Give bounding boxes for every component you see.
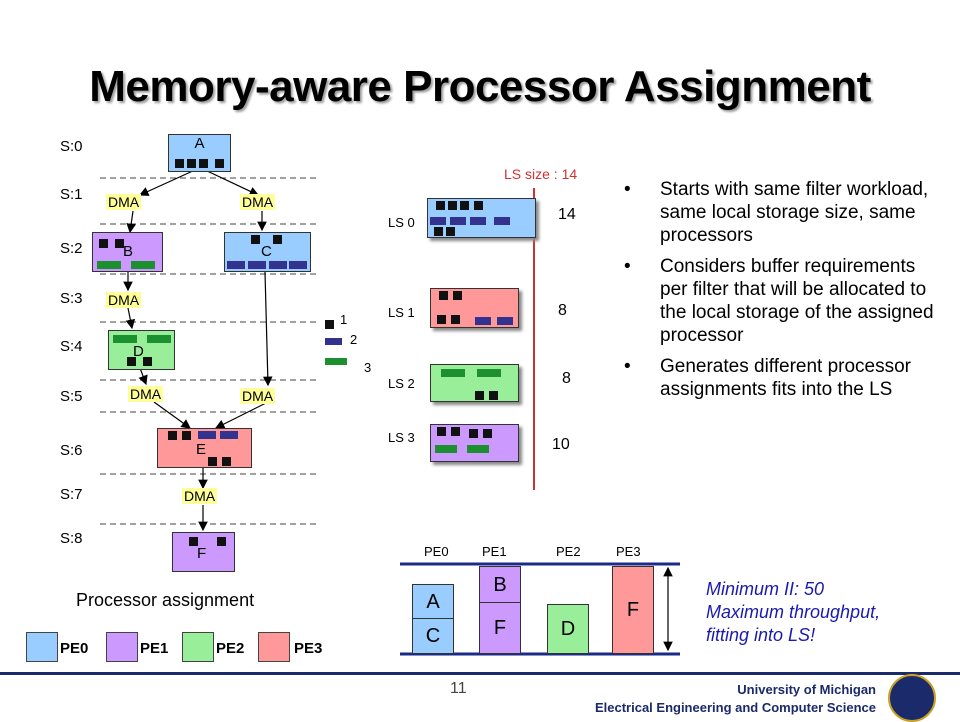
pe3-box-f: F — [612, 566, 654, 654]
node-label: C — [261, 243, 272, 260]
filter-node-d: D — [108, 330, 175, 370]
filter-node-f: F — [172, 532, 235, 572]
ls-label: LS 0 — [388, 215, 415, 230]
filter-node-c: C — [224, 232, 311, 272]
stage-label: S:1 — [60, 186, 83, 203]
node-label: F — [197, 545, 207, 562]
legend-swatch-pe3 — [258, 632, 290, 662]
filter-node-b: B — [92, 232, 163, 272]
pe-header: PE0 — [424, 544, 449, 559]
buffer-type-1-label: 1 — [340, 312, 348, 327]
ls-1-box — [430, 288, 519, 328]
buffer-type-3-label: 3 — [364, 360, 372, 375]
bullet-list: • Starts with same filter workload, same… — [624, 178, 944, 409]
legend-label-pe3: PE3 — [294, 640, 323, 657]
ls-value: 14 — [558, 206, 576, 223]
bullet-dot-icon: • — [624, 356, 631, 377]
stage-label: S:6 — [60, 442, 83, 459]
page-number: 11 — [450, 680, 467, 697]
pe1-box-b: B — [479, 566, 521, 604]
ls-value: 10 — [552, 436, 570, 453]
stage-label: S:2 — [60, 240, 83, 257]
pe-header: PE3 — [616, 544, 641, 559]
dma-label: DMA — [106, 292, 142, 308]
ls-0-box — [427, 198, 536, 238]
bullet-item: • Starts with same filter workload, same… — [624, 179, 929, 246]
bullet-dot-icon: • — [624, 179, 631, 200]
legend-swatch-pe0 — [26, 632, 58, 662]
bullet-item: • Generates different processor assignme… — [624, 356, 912, 400]
legend-swatch-pe1 — [106, 632, 138, 662]
pe-header: PE1 — [482, 544, 507, 559]
stage-label: S:3 — [60, 290, 83, 307]
bullet-dot-icon: • — [624, 256, 631, 277]
dma-label: DMA — [240, 388, 276, 404]
footer-rule — [0, 672, 960, 675]
ls-size-label: LS size : 14 — [504, 166, 578, 182]
filter-node-a: A — [168, 134, 231, 172]
ls-label: LS 3 — [388, 430, 415, 445]
pe0-box-a: A — [412, 584, 454, 620]
pe0-box-c: C — [412, 618, 454, 654]
university-seal-icon — [888, 674, 936, 722]
ls-value: 8 — [558, 302, 567, 319]
dma-label: DMA — [106, 194, 142, 210]
buffer-type-3-swatch — [325, 358, 347, 365]
legend-label-pe2: PE2 — [216, 640, 245, 657]
dma-label: DMA — [182, 488, 218, 504]
ls-label: LS 2 — [388, 376, 415, 391]
node-label: B — [123, 243, 134, 260]
ls-3-box — [430, 424, 519, 462]
dma-label: DMA — [240, 194, 276, 210]
legend-label-pe0: PE0 — [60, 640, 89, 657]
ls-2-box — [430, 364, 519, 402]
assignment-caption: Processor assignment — [76, 590, 255, 610]
pe-header: PE2 — [556, 544, 581, 559]
result-note: Minimum II: 50 Maximum throughput, fitti… — [706, 579, 881, 645]
legend-swatch-pe2 — [182, 632, 214, 662]
page-title: Memory-aware Processor Assignment — [89, 62, 871, 111]
ls-value: 8 — [562, 370, 571, 387]
buffer-type-2-swatch — [325, 338, 342, 345]
buffer-type-2-label: 2 — [350, 332, 358, 347]
node-label: E — [196, 441, 207, 458]
footer-department: Electrical Engineering and Computer Scie… — [594, 700, 876, 715]
filter-node-e: E — [157, 428, 252, 468]
bullet-item: • Considers buffer requirements per filt… — [624, 256, 934, 346]
ls-label: LS 1 — [388, 305, 415, 320]
stage-label: S:4 — [60, 338, 83, 355]
buffer-type-1-swatch — [325, 320, 334, 329]
stage-label: S:8 — [60, 530, 83, 547]
dma-label: DMA — [128, 386, 164, 402]
stage-label: S:7 — [60, 486, 83, 503]
node-label: A — [194, 135, 205, 152]
pe1-box-f: F — [479, 602, 521, 654]
pe2-box-d: D — [547, 604, 589, 654]
stage-label: S:0 — [60, 138, 83, 155]
stage-label: S:5 — [60, 388, 83, 405]
node-label: D — [133, 343, 144, 360]
legend-label-pe1: PE1 — [140, 640, 169, 657]
footer-university: University of Michigan — [737, 682, 876, 697]
